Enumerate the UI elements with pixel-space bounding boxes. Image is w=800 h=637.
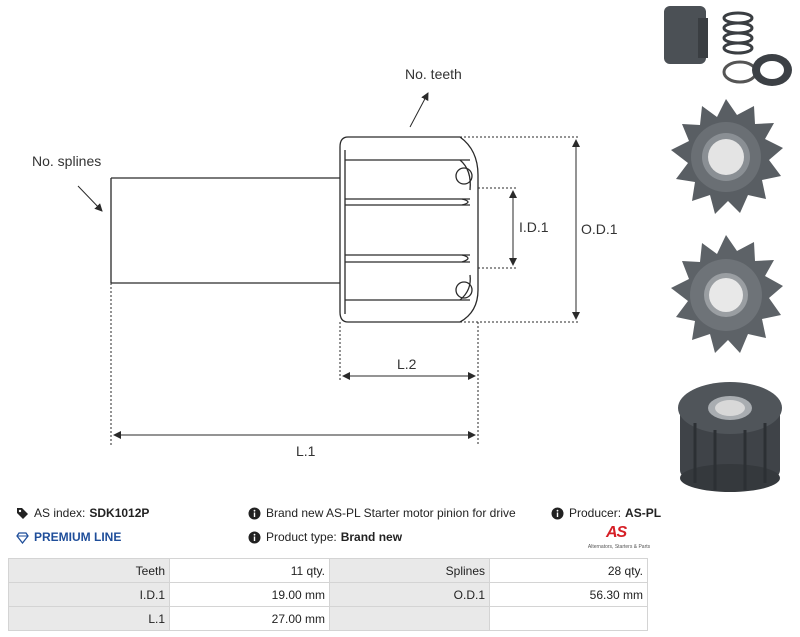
label-no-teeth: No. teeth [405,66,462,82]
spec-value: 56.30 mm [489,582,648,607]
technical-drawing: No. teeth No. splines I.D.1 O.D.1 L.2 L.… [32,66,618,459]
spec-value: 28 qty. [489,558,648,583]
spec-label [329,606,490,631]
spec-value: 11 qty. [169,558,330,583]
label-no-splines: No. splines [32,153,101,169]
label-od1: O.D.1 [581,221,618,237]
as-index-value: SDK1012P [89,506,150,520]
table-row: I.D.1 19.00 mm O.D.1 56.30 mm [8,582,648,607]
as-index: AS index: SDK1012P [16,506,149,520]
spec-value [489,606,648,631]
label-l1: L.1 [296,443,316,459]
specification-table: Teeth 11 qty. Splines 28 qty. I.D.1 19.0… [8,558,648,631]
product-type-value: Brand new [340,530,403,544]
info-circle-icon [551,507,564,520]
label-l2: L.2 [397,356,417,372]
premium-line-badge: PREMIUM LINE [16,530,121,544]
spec-value: 19.00 mm [169,582,330,607]
product-photo-front [671,99,783,214]
product-photo-back [671,235,783,353]
table-row: Teeth 11 qty. Splines 28 qty. [8,558,648,583]
product-description: Brand new AS-PL Starter motor pinion for… [248,506,516,520]
producer-value: AS-PL [625,506,662,520]
spec-value: 27.00 mm [169,606,330,631]
as-pl-logo: AS Alternators, Starters & Parts [587,524,651,550]
pinion-outline [110,136,479,323]
info-circle-icon [248,531,261,544]
spec-label: Teeth [8,558,170,583]
product-photo-kit [664,6,792,86]
spec-label: O.D.1 [329,582,490,607]
diamond-icon [16,531,29,544]
dimension-lines [77,92,580,445]
label-id1: I.D.1 [519,219,549,235]
spec-label: Splines [329,558,490,583]
table-row: L.1 27.00 mm [8,606,648,631]
info-circle-icon [248,507,261,520]
spec-label: I.D.1 [8,582,170,607]
spec-label: L.1 [8,606,170,631]
tag-icon [16,507,29,520]
product-type: Product type: Brand new [248,530,402,544]
producer: Producer: AS-PL [551,506,661,520]
product-photo-angle [678,382,782,492]
